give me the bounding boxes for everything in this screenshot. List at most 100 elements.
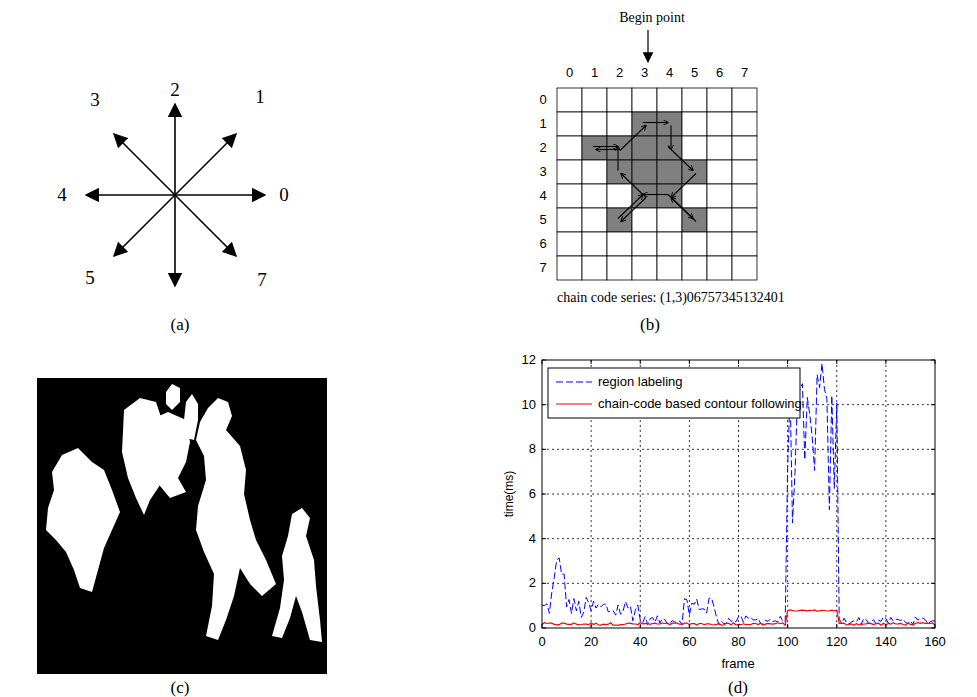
grid-line xyxy=(885,360,886,628)
column-number: 0 xyxy=(566,66,573,80)
chain-arrow xyxy=(618,195,643,219)
tick xyxy=(935,360,936,364)
pixel-cell xyxy=(557,160,582,184)
tick xyxy=(885,360,886,364)
grid-line xyxy=(542,583,935,584)
direction-code: 1 xyxy=(255,87,265,108)
pixel-cell xyxy=(632,208,657,232)
tick xyxy=(591,360,592,364)
silhouettes xyxy=(46,384,322,642)
begin-arrow xyxy=(647,30,648,62)
column-number: 6 xyxy=(716,66,723,80)
pixel-cell xyxy=(657,232,682,256)
pixel-cell xyxy=(582,208,607,232)
grid-line xyxy=(542,538,935,539)
tick xyxy=(931,360,935,361)
tick xyxy=(836,624,837,628)
direction-code: 7 xyxy=(257,270,267,291)
pixel-cell xyxy=(607,256,632,280)
legend-sample xyxy=(556,403,592,404)
row-number: 0 xyxy=(539,93,546,107)
row-number: 7 xyxy=(539,261,546,275)
region-labeling-series xyxy=(542,364,935,625)
direction-code: 0 xyxy=(279,185,289,206)
column-number: 3 xyxy=(641,66,648,80)
tick xyxy=(542,628,546,629)
pixel-cell xyxy=(657,112,682,136)
pixel-cell xyxy=(607,184,632,208)
tick xyxy=(787,624,788,628)
axis-tick-label: 60 xyxy=(682,635,696,649)
pixel-cell xyxy=(607,136,632,160)
chain-arrow xyxy=(593,146,618,147)
pixel-cell xyxy=(707,112,732,136)
chain-arrow xyxy=(671,198,696,222)
pixel-cell xyxy=(582,256,607,280)
axis-tick-label: 6 xyxy=(529,487,536,501)
panel-label: (d) xyxy=(728,679,748,697)
axis-title: frame xyxy=(721,657,754,671)
pixel-cell xyxy=(607,88,632,112)
pixel-cell xyxy=(557,112,582,136)
plot-ticks xyxy=(542,360,935,628)
axis-tick-label: 0 xyxy=(538,635,545,649)
pixel-cell xyxy=(707,208,732,232)
tick xyxy=(542,583,546,584)
pixel-cell xyxy=(657,208,682,232)
chain-arrow xyxy=(596,149,621,150)
pixel-cell xyxy=(682,232,707,256)
column-number: 5 xyxy=(691,66,698,80)
pixel-cell xyxy=(732,88,757,112)
row-number: 4 xyxy=(539,189,546,203)
column-number: 4 xyxy=(666,66,673,80)
tick xyxy=(787,360,788,364)
axis-title: time(ms) xyxy=(503,471,516,518)
tick xyxy=(931,583,935,584)
pixel-cell xyxy=(582,232,607,256)
pixel-cell xyxy=(557,232,582,256)
tick xyxy=(931,449,935,450)
pixel-cell xyxy=(657,88,682,112)
pixel-cell xyxy=(657,160,682,184)
pixel-cell xyxy=(732,136,757,160)
pixel-cell xyxy=(582,160,607,184)
pixel-cell xyxy=(607,112,632,136)
pixel-cell xyxy=(632,136,657,160)
pixel-cell xyxy=(707,232,732,256)
chain-code-text: chain code series: (1,3)06757345132401 xyxy=(557,290,785,305)
pixel-cell xyxy=(607,232,632,256)
pixel-cell xyxy=(732,256,757,280)
axis-tick-label: 140 xyxy=(875,635,897,649)
pixel-cell xyxy=(582,112,607,136)
pixel-cell xyxy=(557,208,582,232)
column-number: 7 xyxy=(741,66,748,80)
pixel-cell xyxy=(707,256,732,280)
pixel-cell xyxy=(632,256,657,280)
tick xyxy=(542,449,546,450)
chain-arrow xyxy=(671,174,696,198)
column-number: 2 xyxy=(616,66,623,80)
axis-tick-label: 20 xyxy=(584,635,598,649)
pixel-cell xyxy=(632,112,657,136)
plot-grid xyxy=(542,360,935,628)
direction-code: 2 xyxy=(170,80,180,101)
axis-tick-label: 160 xyxy=(924,635,946,649)
pixel-cell xyxy=(682,88,707,112)
pixel-cell xyxy=(707,136,732,160)
plot-frame xyxy=(542,360,935,628)
axis-tick-label: 10 xyxy=(522,398,536,412)
tick xyxy=(836,360,837,364)
chain-arrow xyxy=(643,194,668,195)
binary-image xyxy=(37,378,327,674)
contour-following-series xyxy=(542,610,935,625)
grid-line xyxy=(542,494,935,495)
tick xyxy=(931,628,935,629)
tick xyxy=(542,624,543,628)
legend-sample xyxy=(556,382,592,383)
tick xyxy=(542,360,543,364)
row-number: 5 xyxy=(539,213,546,227)
tick xyxy=(542,538,546,539)
pixel-cell xyxy=(582,88,607,112)
panel-label: (c) xyxy=(171,679,190,697)
tick xyxy=(738,360,739,364)
